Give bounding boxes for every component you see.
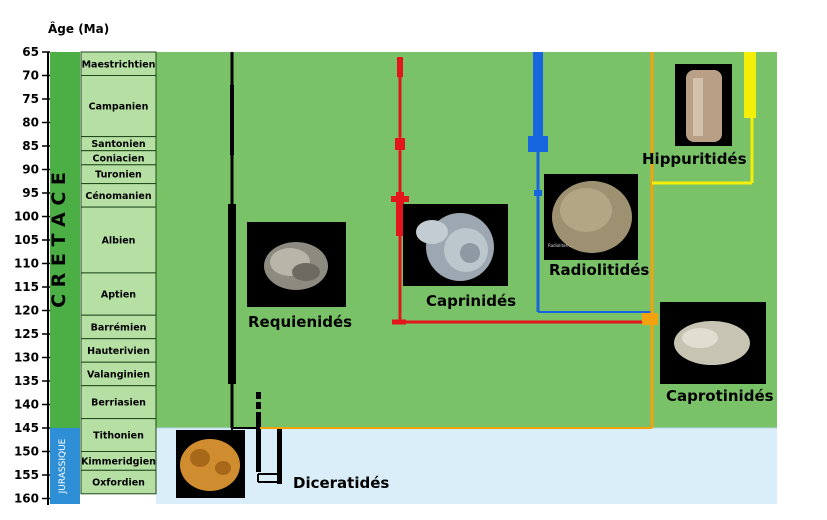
jurassic-background bbox=[156, 428, 777, 504]
stage-cell bbox=[80, 418, 157, 453]
requienides-lineage bbox=[228, 52, 652, 484]
tick-label: 130 bbox=[14, 351, 39, 365]
stage-label: Maestrichtien bbox=[82, 59, 156, 70]
y-axis-ticks: 65 70 75 80 85 90 95 100 105 110 115 120 125 130 135 14… bbox=[14, 45, 50, 506]
caprotinides-photo bbox=[660, 302, 766, 384]
caprotinides-label: Caprotinidés bbox=[666, 387, 774, 405]
stage-column: MaestrichtienCampanienSantonienConiacien… bbox=[80, 51, 157, 495]
stage-label: Berriasien bbox=[91, 398, 146, 409]
requienides-photo bbox=[247, 222, 346, 307]
radiolitides-lineage bbox=[528, 52, 652, 313]
tick-label: 75 bbox=[22, 92, 39, 106]
stage-cell bbox=[80, 385, 157, 420]
jurassic-period-bar bbox=[50, 428, 80, 504]
diceratides-photo bbox=[176, 430, 245, 498]
stage-cell bbox=[80, 206, 157, 274]
tick-label: 100 bbox=[14, 210, 39, 224]
tick-label: 70 bbox=[22, 69, 39, 83]
stage-cell bbox=[80, 469, 157, 495]
tick-label: 140 bbox=[14, 398, 39, 412]
tick-label: 120 bbox=[14, 304, 39, 318]
stage-label: Cénomanien bbox=[85, 191, 151, 202]
hippuritides-photo bbox=[675, 64, 732, 146]
stage-label: Santonien bbox=[91, 139, 146, 150]
tick-label: 150 bbox=[14, 445, 39, 459]
tick-label: 115 bbox=[14, 280, 39, 294]
tick-label: 90 bbox=[22, 163, 39, 177]
tick-label: 155 bbox=[14, 468, 39, 482]
tick-label: 85 bbox=[22, 139, 39, 153]
radiolitides-photo-caption: Radiolites ... bbox=[548, 243, 573, 248]
stage-label: Albien bbox=[102, 236, 136, 247]
caprotinides-lineage bbox=[642, 52, 752, 428]
stage-label: Barrémien bbox=[91, 322, 147, 333]
stage-label: Campanien bbox=[89, 102, 149, 113]
stage-label: Oxfordien bbox=[92, 478, 145, 489]
jurassic-label: JURASSIQUE bbox=[58, 438, 68, 494]
caprinides-label: Caprinidés bbox=[426, 292, 516, 310]
cretaceous-label: C R E T A C E bbox=[48, 172, 70, 308]
cretaceous-period-bar bbox=[50, 52, 80, 428]
tick-label: 135 bbox=[14, 374, 39, 388]
tick-label: 105 bbox=[14, 233, 39, 247]
stage-cell bbox=[80, 272, 157, 316]
requienides-label: Requienidés bbox=[248, 313, 352, 331]
caprinides-lineage bbox=[391, 57, 652, 325]
stage-cell bbox=[80, 75, 157, 138]
axis-title: Âge (Ma) bbox=[48, 21, 109, 36]
tick-label: 145 bbox=[14, 421, 39, 435]
radiolitides-photo: Radiolites ... bbox=[544, 174, 638, 260]
tick-label: 125 bbox=[14, 327, 39, 341]
caprinides-photo bbox=[403, 204, 508, 286]
tick-label: 95 bbox=[22, 186, 39, 200]
radiolitides-label: Radiolitidés bbox=[549, 261, 649, 279]
tick-label: 110 bbox=[14, 257, 39, 271]
stage-label: Kimmeridgien bbox=[81, 456, 156, 467]
tick-label: 160 bbox=[14, 492, 39, 506]
stage-label: Tithonien bbox=[93, 431, 144, 442]
diceratides-label: Diceratidés bbox=[293, 474, 389, 492]
tick-label: 65 bbox=[22, 45, 39, 59]
hippuritides-lineage bbox=[744, 52, 756, 183]
stage-label: Valanginien bbox=[87, 369, 150, 380]
tick-label: 80 bbox=[22, 116, 39, 130]
stage-label: Turonien bbox=[95, 170, 142, 181]
stage-label: Hauterivien bbox=[87, 346, 150, 357]
stage-label: Coniacien bbox=[92, 153, 144, 164]
hippuritides-label: Hippuritidés bbox=[642, 150, 747, 168]
stage-label: Aptien bbox=[101, 290, 136, 301]
